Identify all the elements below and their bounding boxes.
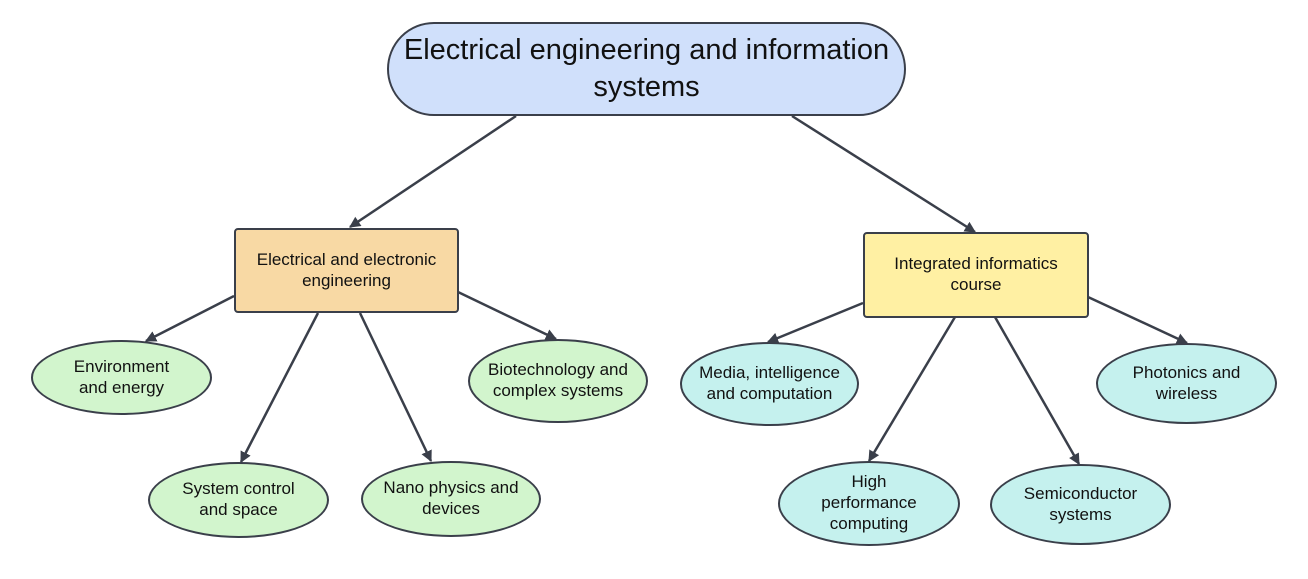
media-node-label: Media, intelligence and computation	[699, 363, 840, 403]
nano-node: Nano physics and devices	[361, 461, 541, 537]
edge-root-to-iic	[791, 114, 976, 234]
hpc-node: High performance computing	[778, 461, 960, 546]
root-node-label: Electrical engineering and information s…	[403, 34, 890, 103]
media-node: Media, intelligence and computation	[680, 342, 859, 426]
semi-node: Semiconductor systems	[990, 464, 1171, 545]
iic-node: Integrated informatics course	[863, 232, 1089, 318]
semi-node-label: Semiconductor systems	[1023, 483, 1138, 524]
eee-node-label: Electrical and electronic engineering	[256, 249, 437, 290]
edge-iic-to-media	[766, 301, 864, 344]
root-node: Electrical engineering and information s…	[387, 22, 906, 116]
edge-eee-to-syscontrol	[239, 312, 320, 463]
edge-eee-to-env	[144, 294, 235, 343]
eee-node: Electrical and electronic engineering	[234, 228, 459, 313]
edge-iic-to-hpc	[867, 316, 957, 462]
hpc-node-label: High performance computing	[821, 472, 917, 533]
photonics-node: Photonics and wireless	[1096, 343, 1277, 424]
edge-iic-to-photonics	[1087, 295, 1189, 345]
edge-eee-to-bio	[457, 290, 558, 341]
photonics-node-label: Photonics and wireless	[1132, 362, 1241, 403]
edge-eee-to-nano	[358, 312, 433, 463]
edge-root-to-eee	[349, 114, 517, 229]
syscontrol-node: System control and space	[148, 462, 329, 538]
nano-node-label: Nano physics and devices	[383, 478, 519, 518]
iic-node-label: Integrated informatics course	[894, 254, 1058, 294]
syscontrol-node-label: System control and space	[182, 479, 295, 519]
env-node: Environment and energy	[31, 340, 212, 415]
bio-node: Biotechnology and complex systems	[468, 339, 648, 423]
edge-iic-to-semi	[993, 316, 1081, 465]
bio-node-label: Biotechnology and complex systems	[488, 360, 628, 400]
env-node-label: Environment and energy	[73, 356, 170, 397]
